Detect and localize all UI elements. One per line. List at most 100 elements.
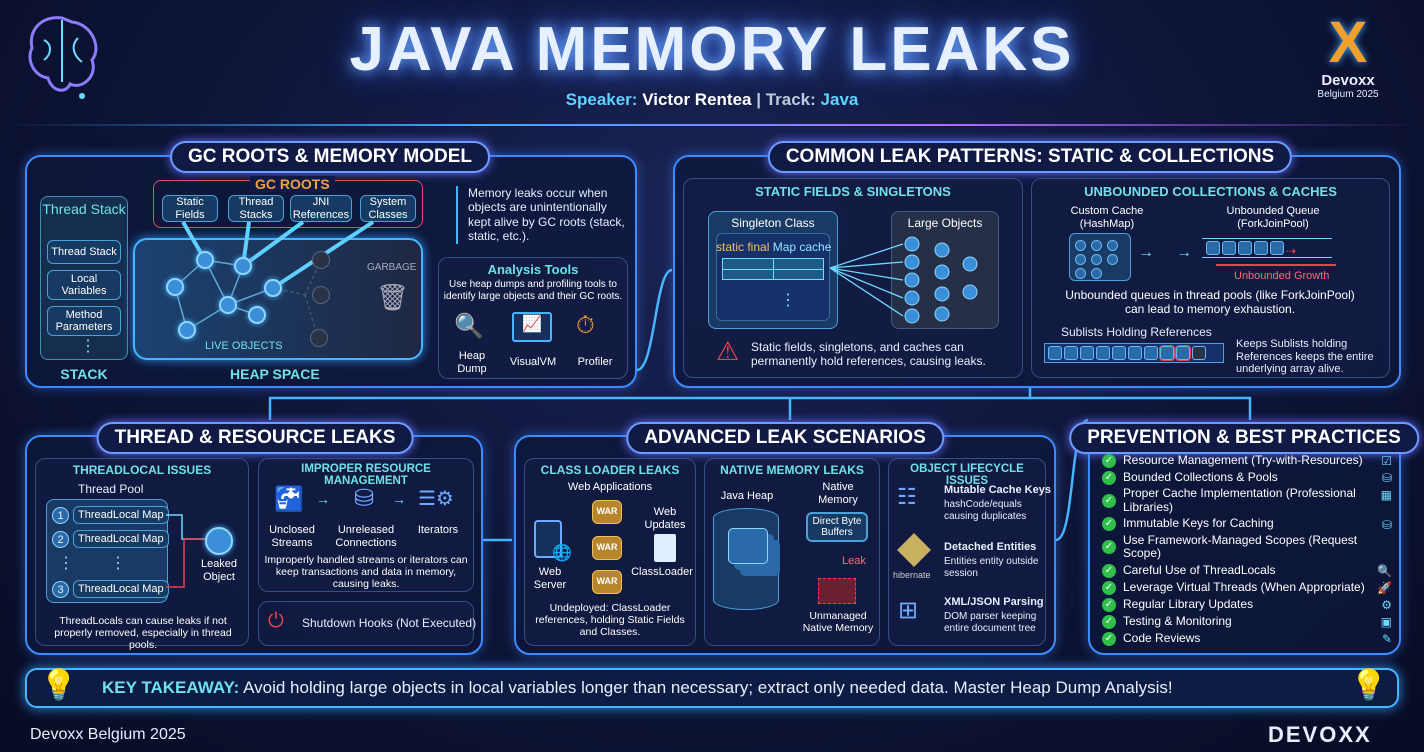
garbage-object (310, 329, 328, 347)
classloader-label: ClassLoader (631, 566, 693, 578)
native-memory-title: NATIVE MEMORY LEAKS (720, 463, 864, 477)
devoxx-logo: X Devoxx Belgium 2025 (1317, 10, 1379, 101)
ellipsis-icon: ⋮ (58, 555, 74, 572)
static-fields-title: STATIC FIELDS & SINGLETONS (755, 184, 951, 199)
check-icon: ✓ (1102, 493, 1116, 508)
footer-devoxx-logo: DEVOXX (1268, 722, 1372, 747)
gc-root: Thread Stacks (228, 195, 284, 222)
server-icon (534, 520, 562, 558)
file-icon (654, 534, 676, 562)
check-icon: ✓ (1102, 631, 1116, 646)
lifecycle-item-title: Detached Entities (944, 541, 1037, 553)
tool-label: VisualVM (509, 356, 557, 368)
gc-roots-title: GC ROOTS & MEMORY MODEL (170, 141, 490, 173)
sublists-array (1044, 343, 1224, 363)
divider (0, 124, 1424, 126)
leaked-object (205, 527, 233, 555)
practice-icon: ⚙ (1381, 598, 1392, 613)
database-icon: ⛁ (354, 485, 375, 512)
arrow-icon: → (1138, 244, 1154, 261)
leak-patterns-title: COMMON LEAK PATTERNS: STATIC & COLLECTIO… (767, 141, 1293, 173)
java-heap-label: Java Heap (720, 490, 774, 502)
live-object (196, 251, 214, 269)
check-icon: ✓ (1102, 470, 1116, 485)
stack-title: Thread Stack (42, 201, 126, 217)
best-practice-item: ✓Bounded Collections & Pools⛁ (1102, 469, 1392, 486)
key-takeaway-bar (25, 668, 1399, 708)
best-practice-label: Resource Management (Try-with-Resources) (1123, 452, 1363, 467)
lifecycle-item-desc: Entities entity outside session (944, 556, 1039, 579)
warning-icon: ⚠ (716, 336, 740, 366)
best-practice-label: Testing & Monitoring (1123, 613, 1232, 628)
best-practice-item: ✓Regular Library Updates⚙ (1102, 596, 1392, 613)
shutdown-hook-icon: ⏻ (268, 610, 284, 632)
check-icon: ✓ (1102, 453, 1116, 468)
practice-icon: 🔍 (1377, 564, 1392, 579)
tree-icon: ⊞ (898, 597, 919, 624)
lifecycle-title: OBJECT LIFECYCLE ISSUES (910, 463, 1024, 487)
check-icon: ✓ (1102, 597, 1116, 612)
tool-label: Heap Dump (457, 350, 487, 375)
gc-root: System Classes (360, 195, 416, 222)
best-practice-label: Use Framework-Managed Scopes (Request Sc… (1123, 532, 1358, 561)
live-object (264, 279, 282, 297)
resource-item: Unclosed Streams (269, 524, 315, 549)
check-icon: ✓ (1102, 614, 1116, 629)
practice-icon: ⛁ (1381, 517, 1392, 532)
lifecycle-item-desc: DOM parser keeping entire document tree (944, 611, 1037, 634)
resource-item: Iterators (417, 524, 459, 536)
garbage-object (312, 251, 330, 269)
subtitle: Speaker: Victor Rentea | Track: Java (565, 90, 859, 109)
best-practice-item: ✓Careful Use of ThreadLocals🔍 (1102, 562, 1392, 579)
check-icon: ✓ (1102, 540, 1116, 555)
hibernate-label: hibernate (893, 570, 931, 580)
ellipsis-icon: ⋮ (80, 338, 96, 355)
leaked-object-label: Leaked Object (200, 558, 238, 583)
best-practice-item: ✓ Resource Management (Try-with-Resources… (1102, 452, 1392, 469)
check-icon: ✓ (1102, 517, 1116, 532)
lightbulb-icon: 💡 (40, 669, 78, 702)
stack-item: Method Parameters (47, 306, 121, 336)
live-object (166, 278, 184, 296)
practice-icon: ▦ (1380, 488, 1392, 502)
practice-icon: ☑ (1381, 454, 1392, 468)
resource-panel (258, 458, 474, 592)
visualvm-icon: 📈 (512, 312, 552, 342)
map-cache-label: static final Map cache (716, 240, 832, 254)
java-heap-cylinder (713, 508, 779, 610)
best-practice-label: Proper Cache Implementation (Professiona… (1123, 486, 1356, 514)
threadlocal-title: THREADLOCAL ISSUES (72, 463, 212, 477)
heap-space (133, 238, 423, 360)
arrow-icon: → (316, 491, 330, 507)
prevention-title: PREVENTION & BEST PRACTICES (1069, 422, 1419, 454)
shutdown-hooks-label: Shutdown Hooks (Not Executed) (302, 616, 477, 630)
unbounded-queue: ⇢ (1202, 238, 1332, 258)
resource-desc: Improperly handled streams or iterators … (264, 554, 468, 591)
lifecycle-item-title: XML/JSON Parsing (944, 596, 1044, 608)
best-practice-item: ✓Leverage Virtual Threads (When Appropri… (1102, 579, 1392, 596)
prevention-panel (1088, 435, 1401, 655)
cache-label: Custom Cache (HashMap) (1070, 205, 1144, 230)
stack-item: Local Variables (47, 270, 121, 300)
best-practice-item: ✓Immutable Keys for Caching⛁ (1102, 516, 1392, 533)
practice-icon: ⛁ (1381, 471, 1392, 485)
footer-event: Devoxx Belgium 2025 (30, 726, 186, 743)
analysis-tools-desc: Use heap dumps and profiling tools to id… (443, 279, 623, 302)
war-file: WAR (592, 536, 622, 560)
best-practice-item: ✓Code Reviews✎ (1102, 630, 1392, 647)
gc-roots-label: GC ROOTS (250, 176, 335, 192)
globe-icon: 🌐 (552, 545, 572, 562)
leak-label: Leak (842, 555, 866, 567)
resource-title: IMPROPER RESOURCE MANAGEMENT (301, 463, 431, 487)
arrow-icon: → (1176, 244, 1192, 261)
resource-item: Unreleased Connections (335, 524, 397, 549)
garbage-label: GARBAGE (367, 262, 417, 273)
ellipsis-icon: ⋮ (110, 555, 126, 572)
unmanaged-label: Unmanaged Native Memory (802, 610, 874, 635)
practice-icon: ✎ (1381, 632, 1392, 647)
trash-icon: 🗑 (376, 282, 410, 312)
best-practice-item: ✓ Proper Cache Implementation (Profession… (1102, 486, 1392, 516)
best-practice-item: ✓Testing & Monitoring▣ (1102, 613, 1392, 630)
